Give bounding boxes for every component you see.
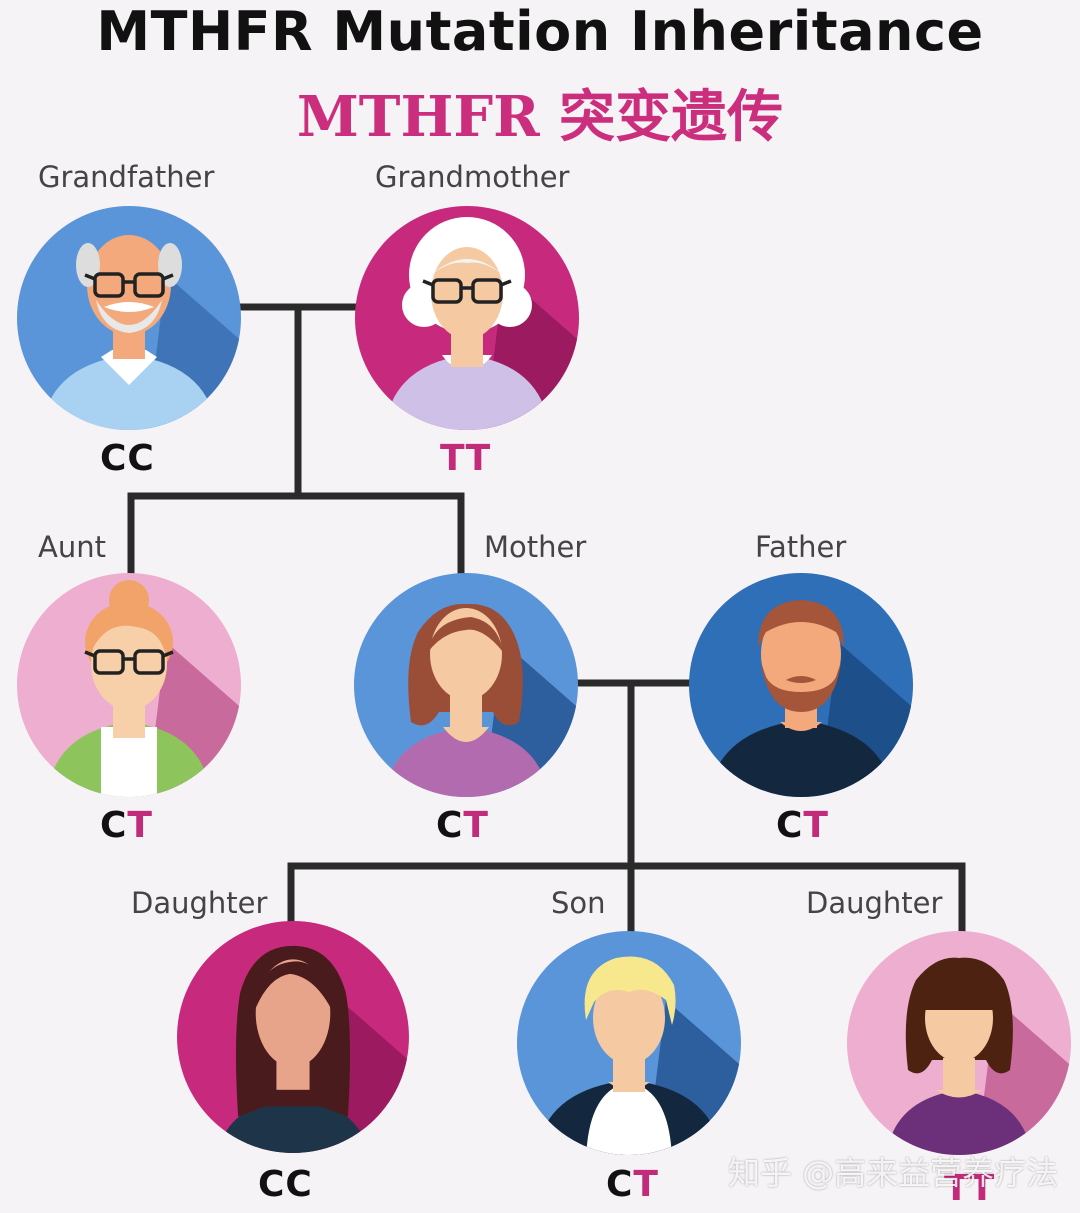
genotype-mother: CT	[436, 805, 489, 846]
aunt-avatar-icon	[17, 573, 241, 797]
son-avatar-icon	[517, 931, 741, 1155]
person-label-grandmother: Grandmother	[375, 160, 570, 194]
person-label-father: Father	[755, 530, 847, 564]
genotype-grandmother: TT	[440, 438, 491, 479]
allele-1: C	[776, 805, 804, 846]
allele-2: T	[969, 1168, 996, 1209]
father-avatar-icon	[689, 573, 913, 797]
person-label-daughter-1: Daughter	[131, 886, 268, 920]
allele-1: C	[100, 805, 128, 846]
person-label-mother: Mother	[484, 530, 587, 564]
person-label-daughter-2: Daughter	[806, 886, 943, 920]
allele-2: T	[463, 805, 489, 846]
allele-1: C	[606, 1164, 634, 1205]
mother-avatar-icon	[354, 573, 578, 797]
person-label-son: Son	[551, 886, 606, 920]
genotype-father: CT	[776, 805, 829, 846]
diagram-subtitle: MTHFR 突变遗传	[296, 84, 784, 150]
allele-2: T	[633, 1164, 659, 1205]
allele-2: T	[465, 438, 492, 479]
diagram-title: MTHFR Mutation Inheritance	[96, 0, 984, 63]
allele-2: T	[803, 805, 829, 846]
allele-2: C	[285, 1164, 313, 1205]
grandfather-avatar-icon	[17, 206, 241, 430]
person-label-grandfather: Grandfather	[38, 160, 215, 194]
genotype-daughter-1: CC	[258, 1164, 313, 1205]
allele-1: C	[436, 805, 464, 846]
grandmother-avatar-icon	[355, 206, 579, 430]
genotype-grandfather: CC	[100, 438, 155, 479]
allele-1: C	[100, 438, 128, 479]
daughter-avatar-icon	[177, 921, 409, 1153]
allele-1: T	[440, 438, 466, 479]
genotype-daughter-2: TT	[944, 1168, 995, 1209]
genotype-son: CT	[606, 1164, 659, 1205]
daughter-avatar-icon	[847, 931, 1071, 1155]
allele-1: T	[944, 1168, 970, 1209]
allele-2: C	[127, 438, 155, 479]
allele-2: T	[127, 805, 153, 846]
person-label-aunt: Aunt	[38, 530, 106, 564]
watermark: 知乎 @高来益营养疗法	[728, 1154, 1059, 1192]
allele-1: C	[258, 1164, 286, 1205]
genotype-aunt: CT	[100, 805, 153, 846]
